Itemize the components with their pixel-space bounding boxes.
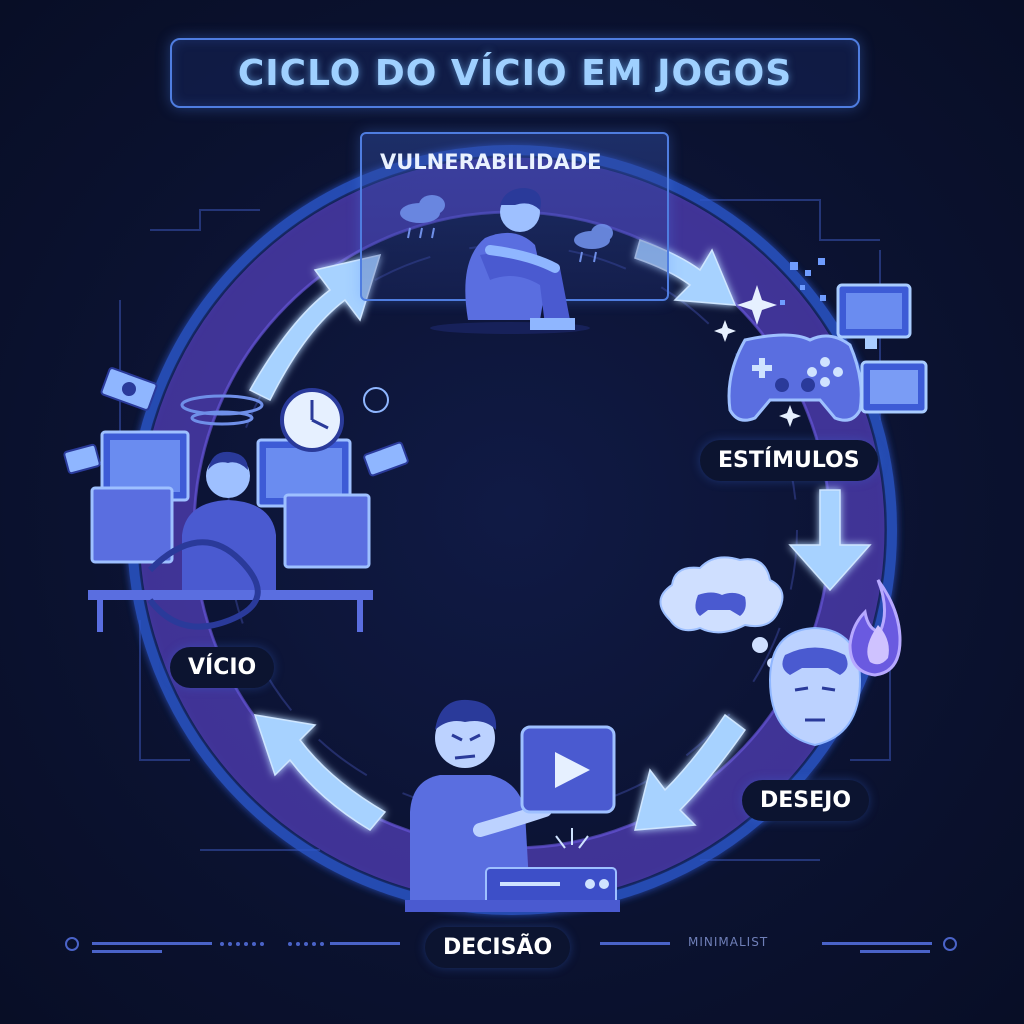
stage-label-decisao: DECISÃO [425, 927, 571, 968]
arrow-vulnerabilidade-to-estimulos [634, 239, 737, 306]
footer-dots [220, 942, 670, 946]
stage-label-vicio: VÍCIO [170, 647, 275, 688]
arrow-desejo-to-decisao [634, 713, 747, 831]
title-box: CICLO DO VÍCIO EM JOGOS [170, 38, 860, 108]
stage-label-vulnerabilidade: VULNERABILIDADE [380, 150, 602, 174]
stage-label-desejo: DESEJO [742, 780, 870, 821]
diagram-title: CICLO DO VÍCIO EM JOGOS [237, 52, 793, 94]
arrow-vicio-to-vulnerabilidade [248, 253, 382, 402]
arrow-decisao-to-vicio [253, 714, 387, 831]
watermark-text: MINIMALIST [688, 935, 769, 949]
footer-decoration [65, 937, 957, 953]
stage-label-estimulos: ESTÍMULOS [700, 440, 878, 481]
cycle-arrows [248, 239, 872, 831]
arrow-estimulos-to-desejo [788, 489, 872, 592]
